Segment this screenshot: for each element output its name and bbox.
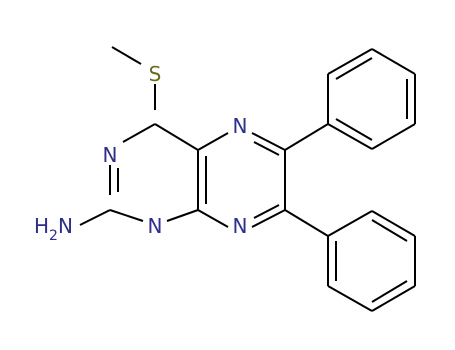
- atom-n5: N: [233, 114, 248, 138]
- bond-ph1-c: [371, 48, 416, 75]
- bond-n5-c6: [251, 132, 286, 151]
- bond-ph2-inner-2: [371, 280, 408, 303]
- bond-c6-phenyl-top: [284, 123, 329, 151]
- atom-amine: H 2 N: [34, 214, 73, 244]
- phenyl-ring-bottom: [327, 210, 416, 312]
- amine-h: H: [34, 214, 49, 238]
- bond-n1-c8a: [166, 209, 199, 222]
- bond-ph2-f: [327, 210, 373, 237]
- bond-ph1-f: [327, 123, 373, 150]
- amine-subscript: 2: [49, 228, 58, 244]
- bond-ph1-inner-1: [335, 57, 373, 80]
- bond-n5-c6-inner: [253, 141, 280, 156]
- atom-n1: N: [148, 214, 163, 238]
- bond-c2-n1: [109, 209, 144, 222]
- atom-n3: N: [103, 143, 118, 167]
- bond-methyl-s: [111, 46, 142, 65]
- atom-sulfur: S: [149, 62, 162, 86]
- bond-ph1-e: [371, 123, 416, 150]
- bond-c4a-c4: [154, 123, 199, 151]
- bond-c2-amine: [79, 209, 111, 226]
- bond-ph2-b: [327, 285, 373, 312]
- bond-c7-n8-inner: [253, 204, 280, 219]
- bond-ph2-c: [371, 285, 416, 312]
- bond-ph1-inner-3: [335, 118, 373, 141]
- amine-n: N: [58, 214, 73, 238]
- bond-c4-n3: [122, 123, 156, 143]
- bond-ph2-e: [371, 210, 416, 237]
- bond-ph1-b: [327, 48, 373, 75]
- bond-ph2-inner-3: [371, 219, 408, 242]
- bond-c7-phenyl-bottom: [284, 209, 329, 237]
- atom-n8: N: [233, 214, 248, 238]
- bond-n8-c8a: [197, 209, 229, 228]
- bond-c7-n8: [251, 209, 286, 228]
- bond-c4a-n5: [197, 132, 229, 151]
- phenyl-ring-top: [327, 48, 416, 150]
